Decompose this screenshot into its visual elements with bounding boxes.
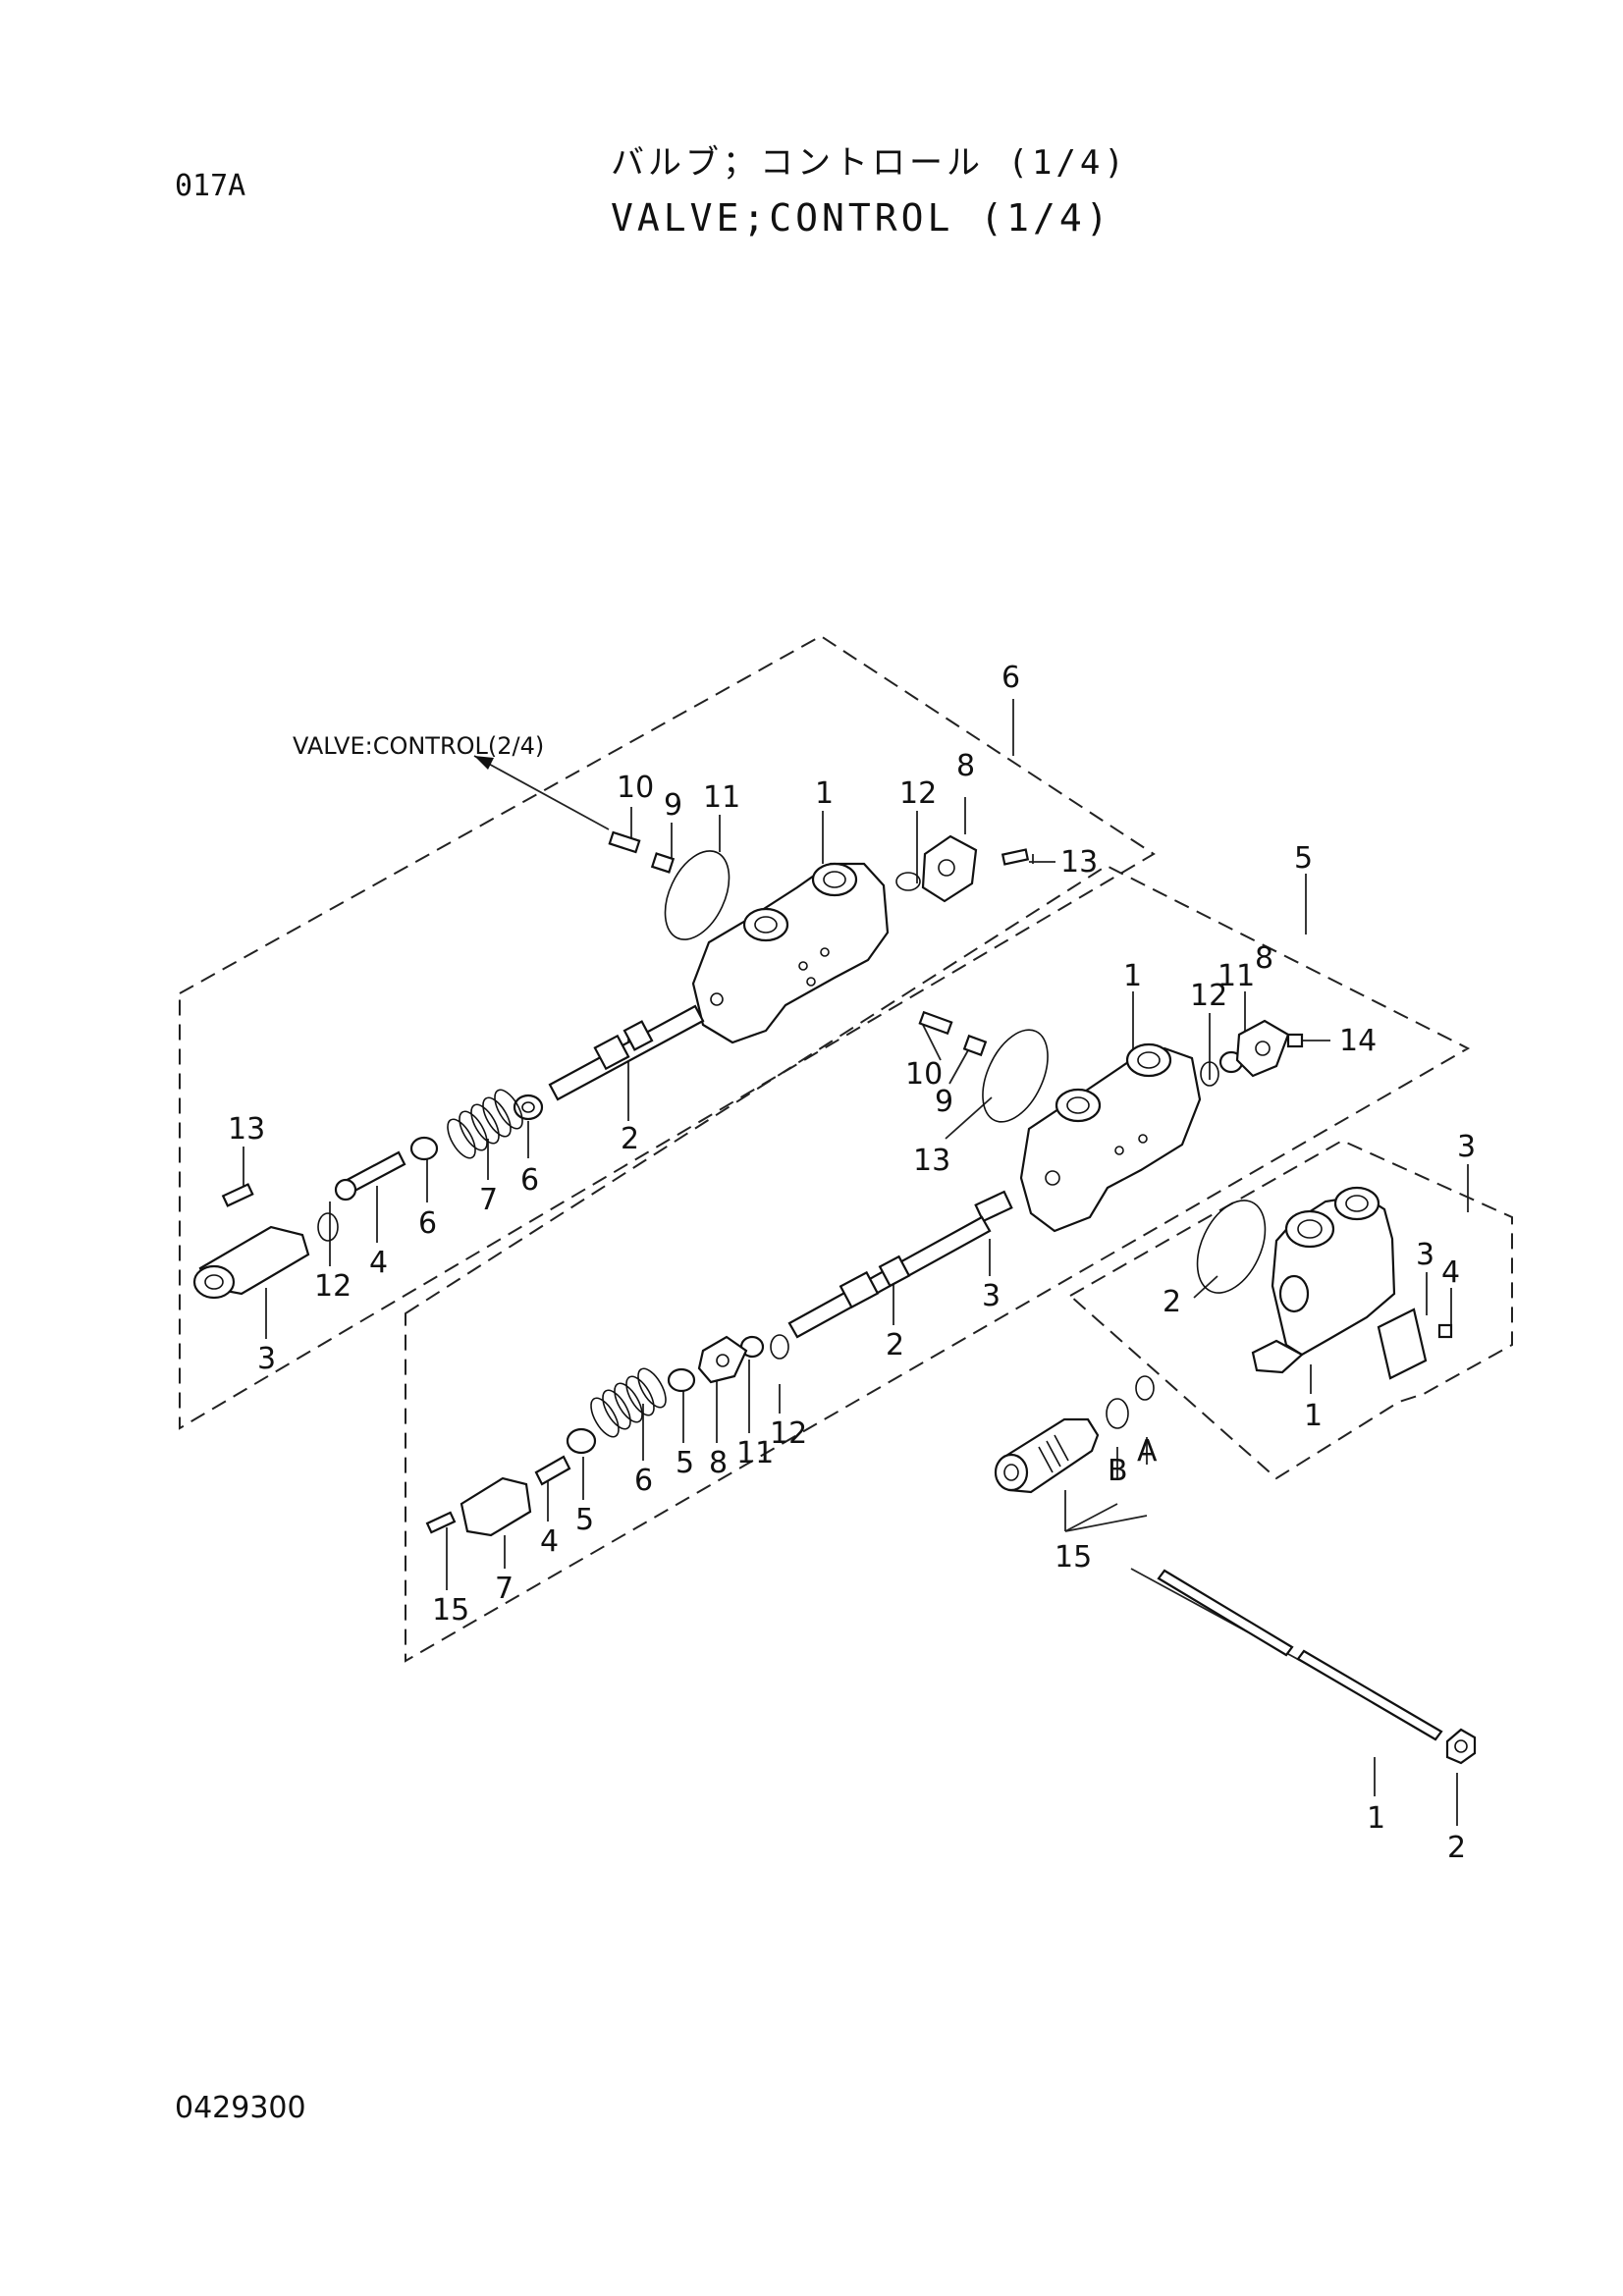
lower-label-oring-a: A <box>1137 1434 1158 1468</box>
middle-label-oring-11a: 11 <box>1217 959 1255 993</box>
lower-label-valve-15: 15 <box>1055 1540 1092 1575</box>
middle-label-oring-12b: 12 <box>770 1416 807 1451</box>
middle-label-spool: 2 <box>886 1328 904 1362</box>
upper-valve-section <box>192 830 1030 1300</box>
middle-label-cover-8a: 8 <box>1255 941 1273 976</box>
middle-label-end-fitting: 3 <box>982 1279 1001 1313</box>
middle-label-screw-14: 14 <box>1339 1024 1377 1058</box>
group-5-label: 5 <box>1294 841 1313 876</box>
tie-rod-label: 1 <box>1367 1801 1385 1836</box>
group-5-boundary <box>405 864 1471 1663</box>
upper-label-oring-large: 11 <box>703 780 740 815</box>
group-6-label: 6 <box>1001 661 1020 695</box>
upper-label-body: 1 <box>815 776 834 811</box>
lower-label-body: 1 <box>1304 1399 1323 1433</box>
middle-label-plug: 9 <box>935 1085 953 1119</box>
middle-label-set-screw: 10 <box>905 1057 943 1092</box>
upper-label-screw-13a: 13 <box>1060 845 1098 880</box>
title-japanese: バルブ；コントロール (1/4) <box>611 143 1128 183</box>
upper-label-bolt-stem: 4 <box>369 1246 388 1280</box>
lower-label-oring-b: B <box>1108 1454 1128 1488</box>
middle-label-oring-large: 13 <box>913 1144 950 1178</box>
middle-label-cover-8b: 8 <box>709 1446 728 1480</box>
lower-label-oring-large: 2 <box>1163 1285 1181 1319</box>
reference-label: VALVE:CONTROL(2/4) <box>293 732 544 760</box>
upper-label-cap: 3 <box>257 1342 276 1376</box>
middle-label-oring-12a: 12 <box>1190 979 1227 1013</box>
upper-label-spring-seat: 6 <box>418 1206 437 1241</box>
page-code: 017A <box>175 169 246 203</box>
upper-label-screw-13b: 13 <box>228 1112 265 1147</box>
nut-label: 2 <box>1447 1831 1466 1865</box>
upper-label-plug-spring: 9 <box>664 788 682 823</box>
upper-label-oring-12a: 12 <box>899 776 937 811</box>
middle-valve-section <box>425 1010 1304 1537</box>
lower-label-plate: 3 <box>1416 1238 1434 1272</box>
upper-label-spring: 7 <box>479 1183 498 1217</box>
middle-label-seat-5a: 5 <box>676 1446 694 1480</box>
middle-label-body: 1 <box>1123 959 1142 993</box>
title-english: VALVE;CONTROL (1/4) <box>611 196 1112 240</box>
upper-label-oring-12b: 12 <box>314 1269 352 1304</box>
upper-label-seat: 6 <box>520 1163 539 1198</box>
middle-label-oring-11b: 11 <box>736 1436 774 1470</box>
upper-label-spool: 2 <box>621 1122 639 1156</box>
group-3-label: 3 <box>1457 1130 1476 1164</box>
middle-label-stem: 4 <box>540 1524 559 1559</box>
middle-label-cap: 7 <box>495 1572 514 1606</box>
inlet-section <box>994 1186 1453 1494</box>
tie-rod <box>1157 1569 1477 1765</box>
group-6-boundary <box>179 634 1156 1430</box>
middle-label-screw-15: 15 <box>432 1593 469 1628</box>
middle-label-spring: 6 <box>634 1464 653 1498</box>
group-3-boundary <box>1068 1139 1513 1480</box>
upper-label-set-screw: 10 <box>617 771 654 805</box>
middle-label-seat-5b: 5 <box>575 1503 594 1537</box>
lower-label-screw: 4 <box>1441 1255 1460 1290</box>
drawing-number: 0429300 <box>175 2091 306 2125</box>
upper-label-cover: 8 <box>956 749 975 783</box>
